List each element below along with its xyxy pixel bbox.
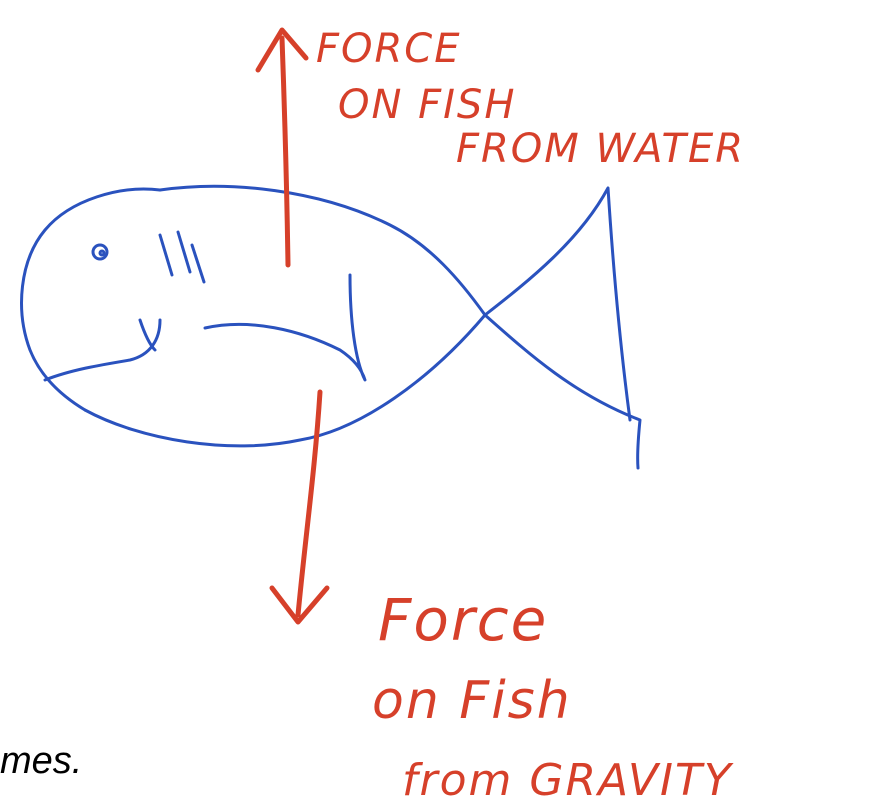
water-label-line-1: FORCE [316,26,462,72]
downward-arrow-shaft [298,392,320,615]
fish-gill-3 [192,245,204,282]
fish-tail-upper [485,188,630,420]
gravity-label-line-1: Force [378,586,548,654]
fish-body-top-curve [22,189,160,410]
water-label-line-2: ON FISH [338,82,516,128]
fish-pectoral-fin [205,275,365,380]
fish-eye-inner [100,251,104,255]
fish-gill-1 [160,235,172,275]
fish-back-curve [160,186,485,315]
gravity-label-line-3: from GRAVITY [402,755,734,806]
fish-tail-lower [485,315,640,468]
water-force-label: FORCE ON FISH FROM WATER [316,26,745,172]
caption-fragment: mes. [0,740,82,783]
gravity-label-line-2: on Fish [372,671,572,731]
fish-drawing [22,186,640,468]
water-label-line-3: FROM WATER [456,126,745,172]
upward-force-arrow [258,30,306,265]
fish-smile [140,320,155,350]
downward-force-arrow [272,392,327,622]
gravity-force-label: Force on Fish from GRAVITY [372,586,734,806]
upward-arrow-shaft [282,38,288,265]
fish-gill-2 [178,232,190,272]
